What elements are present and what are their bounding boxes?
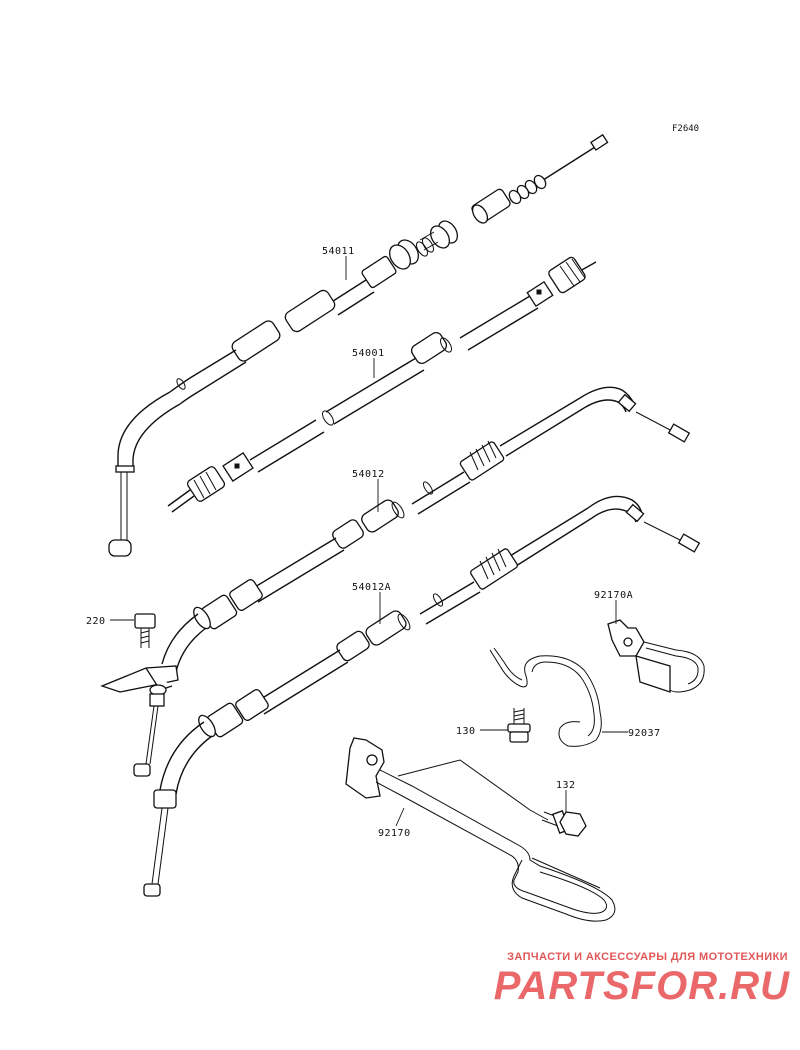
choke-cable-54011: [108, 133, 609, 557]
label-92170a: 92170A: [594, 590, 633, 601]
clip-92037: [489, 647, 602, 747]
watermark-tagline: ЗАПЧАСТИ И АКСЕССУАРЫ ДЛЯ МОТОТЕХНИКИ: [507, 951, 788, 963]
throttle-cable-54012a: [143, 495, 701, 897]
label-132: 132: [556, 780, 576, 791]
bolt-130: [507, 708, 531, 743]
speedometer-cable-54001: [167, 256, 597, 513]
label-92037: 92037: [628, 728, 661, 739]
label-54001: 54001: [352, 348, 385, 359]
bracket-92170a: [607, 619, 705, 693]
label-130: 130: [456, 726, 476, 737]
bracket-92170: [345, 737, 616, 922]
figure-ref: F2640: [672, 124, 699, 134]
label-54011: 54011: [322, 246, 355, 257]
bolt-132: [541, 810, 587, 837]
label-54012: 54012: [352, 469, 385, 480]
watermark-logo: PARTSFOR.RU: [493, 964, 790, 1008]
label-54012a: 54012A: [352, 582, 391, 593]
label-220: 220: [86, 616, 106, 627]
label-92170: 92170: [378, 828, 411, 839]
throttle-cable-54012: [100, 386, 691, 777]
